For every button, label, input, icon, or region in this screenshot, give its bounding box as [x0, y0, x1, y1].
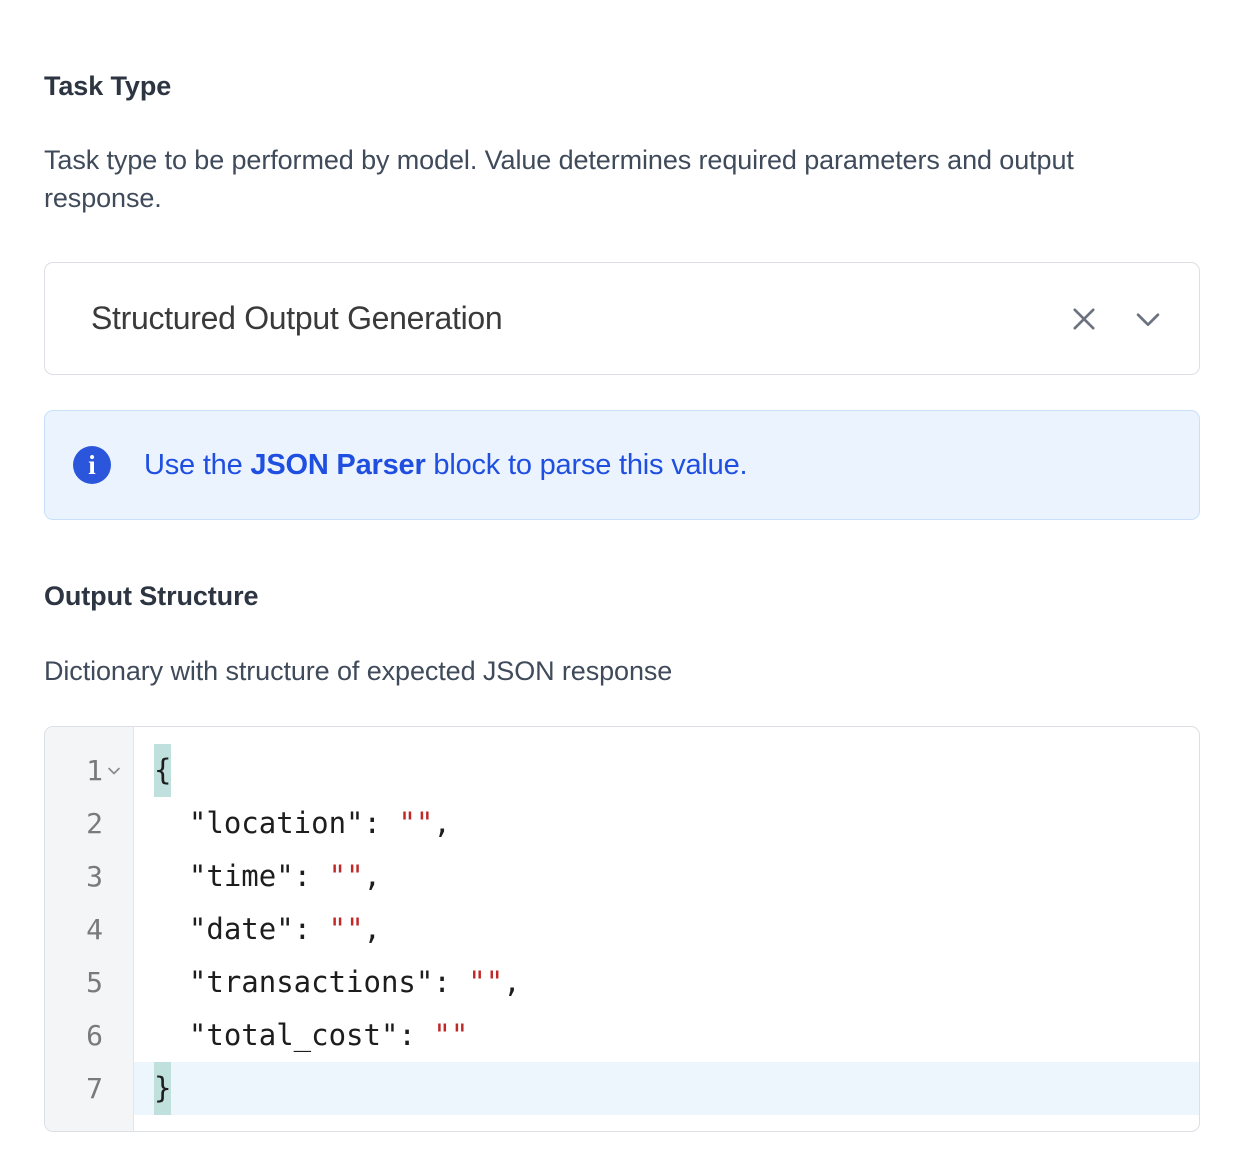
editor-gutter-row: 7 [45, 1062, 133, 1115]
json-parser-info-banner: i Use the JSON Parser block to parse thi… [44, 410, 1200, 520]
code-token-punct: , [503, 965, 521, 999]
editor-gutter-row: 1 [45, 744, 133, 797]
editor-gutter-row: 4 [45, 903, 133, 956]
output-structure-code-editor[interactable]: 1 2 3 4 5 6 7 { "location": "", "time": "", "d… [44, 726, 1200, 1132]
output-structure-description: Dictionary with structure of expected JS… [44, 656, 673, 686]
editor-gutter-row: 3 [45, 850, 133, 903]
line-number: 6 [86, 1018, 103, 1052]
select-icon-group [1067, 302, 1177, 336]
line-number: 1 [86, 753, 103, 787]
editor-code-line[interactable]: "total_cost": "" [134, 1009, 1199, 1062]
code-token-key: "total_cost": [154, 1018, 434, 1052]
code-token-punct: , [363, 912, 381, 946]
info-text-strong: JSON Parser [250, 448, 426, 481]
info-text-after: block to parse this value. [425, 448, 748, 481]
code-token-str: "" [433, 1018, 469, 1052]
code-token-brace: { [154, 744, 172, 797]
line-number: 4 [86, 912, 103, 946]
line-number: 3 [86, 859, 103, 893]
editor-gutter-row: 2 [45, 797, 133, 850]
editor-gutter-row: 5 [45, 956, 133, 1009]
line-number: 5 [86, 965, 103, 999]
editor-code-line[interactable]: "time": "", [134, 850, 1199, 903]
code-token-key: "date": [154, 912, 329, 946]
code-token-str: "" [328, 912, 364, 946]
code-token-punct: , [433, 806, 451, 840]
editor-code-line[interactable]: } [134, 1062, 1199, 1115]
task-type-select[interactable]: Structured Output Generation [44, 262, 1200, 375]
code-token-str: "" [468, 965, 504, 999]
code-token-key: "time": [154, 859, 329, 893]
editor-gutter: 1 2 3 4 5 6 7 [45, 727, 134, 1131]
task-type-selected-value: Structured Output Generation [91, 300, 503, 336]
code-token-str: "" [398, 806, 434, 840]
editor-code-line[interactable]: { [134, 744, 1199, 797]
code-token-key: "transactions": [154, 965, 469, 999]
code-token-brace: } [154, 1062, 172, 1115]
editor-code-line[interactable]: "location": "", [134, 797, 1199, 850]
close-icon[interactable] [1067, 302, 1101, 336]
code-token-key: "location": [154, 806, 399, 840]
output-structure-label: Output Structure [44, 581, 259, 611]
editor-code-line[interactable]: "transactions": "", [134, 956, 1199, 1009]
task-type-label: Task Type [44, 71, 172, 101]
info-circle-icon: i [73, 446, 111, 484]
editor-gutter-row: 6 [45, 1009, 133, 1062]
code-token-str: "" [328, 859, 364, 893]
line-number: 7 [86, 1071, 103, 1105]
editor-code-line[interactable]: "date": "", [134, 903, 1199, 956]
info-text-before: Use the [144, 448, 251, 481]
info-banner-text: Use the JSON Parser block to parse this … [144, 448, 748, 482]
line-number: 2 [86, 806, 103, 840]
chevron-down-icon[interactable] [1131, 302, 1165, 336]
editor-code-area[interactable]: { "location": "", "time": "", "date": ""… [134, 727, 1199, 1131]
fold-chevron-icon[interactable] [103, 761, 125, 781]
task-type-description: Task type to be performed by model. Valu… [44, 145, 1074, 214]
code-token-punct: , [363, 859, 381, 893]
